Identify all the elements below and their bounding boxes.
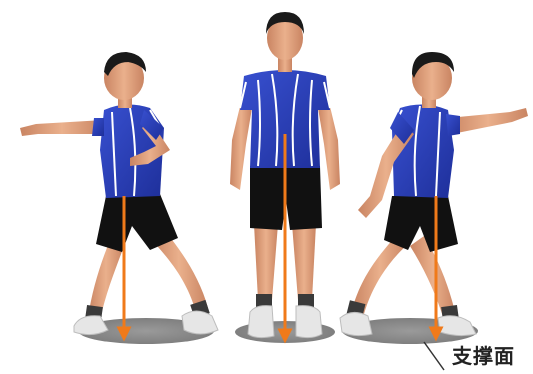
shoe-left bbox=[248, 306, 274, 338]
leg-front bbox=[352, 236, 408, 314]
support-base-label: 支撑面 bbox=[452, 340, 515, 369]
shoe-left bbox=[340, 312, 372, 335]
shoe-right bbox=[296, 306, 322, 338]
shoe-right bbox=[182, 311, 218, 334]
label-leader-line bbox=[424, 342, 444, 370]
leg-left bbox=[254, 224, 278, 300]
leg-right bbox=[292, 224, 316, 300]
figure-right bbox=[340, 52, 528, 344]
figure-left bbox=[20, 52, 218, 344]
arm-reach bbox=[20, 120, 104, 136]
arm-left bbox=[230, 98, 252, 190]
arm-right bbox=[318, 98, 340, 190]
figure-center bbox=[230, 12, 340, 343]
shoe-right bbox=[438, 316, 476, 336]
shoe-left bbox=[74, 316, 108, 335]
